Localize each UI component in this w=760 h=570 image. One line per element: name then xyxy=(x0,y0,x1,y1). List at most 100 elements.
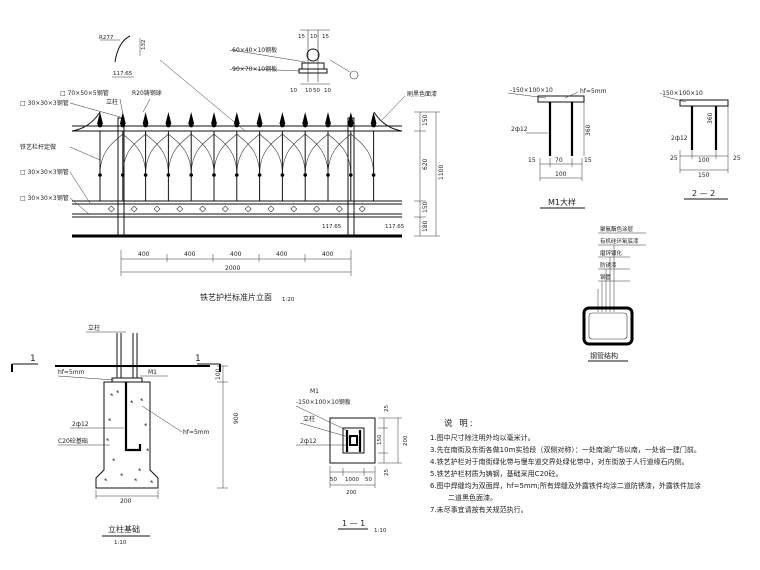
svg-text:100: 100 xyxy=(698,157,710,164)
picket-arch xyxy=(145,133,169,176)
elev-right: 117.65 xyxy=(385,224,405,230)
picket-finial xyxy=(165,112,172,124)
label-tube-bot: □ 30×30×3钢管 xyxy=(20,194,69,202)
svg-text:磨锌镀化: 磨锌镀化 xyxy=(600,249,623,257)
concrete-hatch xyxy=(104,390,153,483)
svg-text:10: 10 xyxy=(324,88,331,94)
s11-plate-title: M1 xyxy=(310,388,319,395)
svg-text:50: 50 xyxy=(365,477,372,483)
dim-total: 2000 xyxy=(225,265,240,272)
s11-title: 1 — 1 xyxy=(342,519,365,528)
svg-text:180: 180 xyxy=(422,220,429,232)
svg-text:200: 200 xyxy=(403,435,409,446)
picket-knot xyxy=(189,173,193,177)
concrete-aggregate xyxy=(144,423,147,426)
picket-finial xyxy=(325,112,331,124)
svg-text:150: 150 xyxy=(377,434,383,445)
tube-title: 钢管结构 xyxy=(590,351,618,360)
s11-rebar: 2ф12 xyxy=(300,438,317,445)
ball-plate-detail: 15 10 15 -60×40×10钢板 -90×70×10钢板 10 10 5… xyxy=(230,29,359,94)
svg-text:25: 25 xyxy=(384,469,390,476)
m1-rebar: 2ф12 xyxy=(511,126,528,133)
picket-finial xyxy=(188,112,195,124)
picket-ball xyxy=(234,122,240,128)
picket-finial xyxy=(233,112,240,124)
picket-ball xyxy=(188,122,194,128)
svg-text:15: 15 xyxy=(298,34,305,40)
picket-knot xyxy=(98,173,102,177)
picket-knot xyxy=(280,173,285,177)
concrete-aggregate xyxy=(138,468,141,471)
picket-arch xyxy=(327,133,352,176)
picket-knot xyxy=(303,173,308,177)
notes-title: 说 明: xyxy=(444,419,475,429)
radius-tag: R277 xyxy=(99,35,114,41)
picket-arch xyxy=(213,133,238,176)
picket-arch xyxy=(190,133,215,176)
concrete-aggregate xyxy=(130,400,133,403)
concrete-aggregate xyxy=(108,418,111,421)
plate1-label: -60×40×10钢板 xyxy=(230,46,277,54)
svg-text:25: 25 xyxy=(733,155,741,162)
picket-ball xyxy=(302,122,308,128)
s22-title: 2 — 2 xyxy=(692,189,715,198)
picket-arch xyxy=(259,133,283,176)
concrete-aggregate xyxy=(146,448,149,451)
plate2-label: -90×70×10钢板 xyxy=(230,65,277,73)
picket-arch xyxy=(122,133,146,176)
section-1-1: M1 -150×100×10钢板 立柱 2ф12 25 150 200 25 5… xyxy=(295,388,409,534)
picket-arch xyxy=(259,133,283,176)
column-foundation: 1 1 立柱 hf=5mm M1 2ф12 C20砼基础 hf=5mm 100 … xyxy=(11,324,240,546)
note-line: 5.铁艺护栏材质为铸钢，基础采用C20砼。 xyxy=(430,470,563,478)
s22-rebar: 2ф12 xyxy=(671,135,688,142)
rail-ornament xyxy=(221,205,229,213)
svg-text:有机硅环氧底漆: 有机硅环氧底漆 xyxy=(600,237,639,245)
picket-knot xyxy=(257,173,262,177)
note-line: 3.先在南街及东街各做10m实验段（双侧对称）：一处南湖广场以南，一处省一建门前… xyxy=(430,446,701,454)
s11-scale: 1:10 xyxy=(374,528,387,534)
m1-title: M1大样 xyxy=(548,197,576,207)
found-column: 立柱 xyxy=(88,324,100,332)
picket-finial xyxy=(119,112,126,124)
elevation-dims-right: 150 620 150 180 1100 xyxy=(414,111,445,237)
picket-ball xyxy=(371,122,376,128)
elevation-scale: 1:20 xyxy=(282,297,295,303)
rail-ornament xyxy=(335,205,343,213)
label-tube-mid: □ 30×30×3钢管 xyxy=(20,168,69,176)
concrete-aggregate xyxy=(150,480,153,483)
dim-132: 132 xyxy=(141,40,147,51)
picket-group xyxy=(97,112,377,213)
picket-knot xyxy=(235,173,239,177)
s22-plate: -150×100×10 xyxy=(660,90,703,97)
svg-text:400: 400 xyxy=(276,251,288,258)
picket-knot xyxy=(166,173,171,177)
svg-text:150: 150 xyxy=(698,172,710,179)
picket-ball xyxy=(257,122,262,128)
svg-text:70: 70 xyxy=(555,157,563,164)
rail-ornament xyxy=(153,205,161,213)
svg-text:聚氨酯色涂层: 聚氨酯色涂层 xyxy=(600,225,634,233)
picket-arch xyxy=(213,133,238,176)
picket-finial xyxy=(142,112,149,124)
fence-elevation xyxy=(69,59,406,238)
picket-knot xyxy=(371,173,376,177)
elevation-title: 铁艺护栏标准片立面 xyxy=(200,292,272,302)
found-title: 立柱基础 xyxy=(108,524,140,534)
picket-knot xyxy=(349,173,353,177)
elevation-dims-bottom: 400 400 400 400 400 2000 xyxy=(120,250,352,276)
concrete-aggregate xyxy=(140,398,143,401)
picket-ball xyxy=(211,122,217,128)
picket-finial xyxy=(256,112,263,124)
picket-ball xyxy=(280,122,285,128)
svg-text:10: 10 xyxy=(305,88,312,94)
svg-text:50: 50 xyxy=(313,88,320,94)
picket-ball xyxy=(97,122,103,128)
note-line: 7.未尽事宜请按有关规范执行。 xyxy=(430,506,528,514)
svg-text:100: 100 xyxy=(215,368,222,380)
rail-ornament xyxy=(176,205,184,213)
concrete-aggregate xyxy=(106,438,109,441)
svg-text:1100: 1100 xyxy=(438,165,445,180)
picket-ball xyxy=(348,122,354,128)
section-2-2: -150×100×10 2ф12 360 25 100 25 150 2 — 2 xyxy=(660,90,741,200)
picket-ball xyxy=(143,122,149,128)
